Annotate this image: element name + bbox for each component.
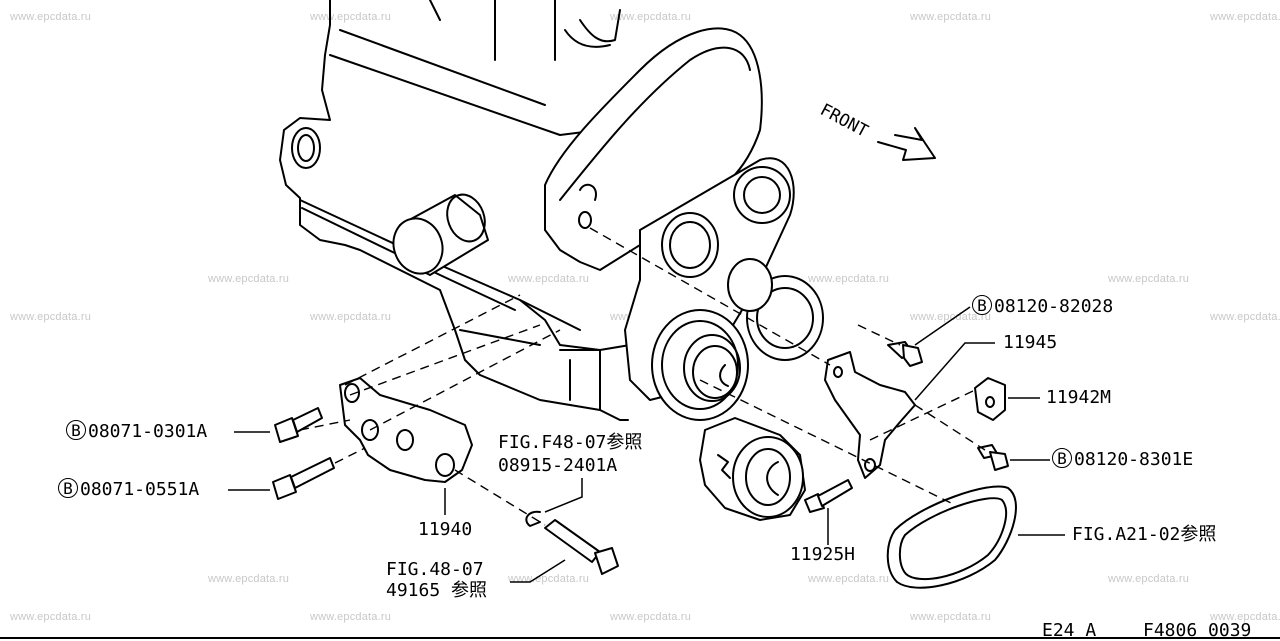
watermark-text: www.epcdata.ru xyxy=(610,11,692,23)
part-code: 08071-0301A xyxy=(88,421,208,442)
label-adjust-bar-11945[interactable]: 11945 xyxy=(1003,332,1058,353)
part-code: 08071-0551A xyxy=(80,479,200,500)
watermark-text: www.epcdata.ru xyxy=(808,273,890,285)
front-arrow xyxy=(877,127,936,161)
watermark-text: www.epcdata.ru xyxy=(1210,611,1280,623)
bolt-standard-icon: B xyxy=(66,420,86,440)
mounting-bracket xyxy=(339,377,473,483)
oil-filter xyxy=(392,193,489,276)
label-fig-ref-lower[interactable]: FIG.48-07 49165 参照 xyxy=(386,560,487,601)
label-fig-ref-upper[interactable]: FIG.F48-07参照 08915-2401A xyxy=(498,433,642,476)
watermark-text: www.epcdata.ru xyxy=(310,611,392,623)
fig-ref-line1: FIG.F48-07参照 xyxy=(498,432,643,453)
watermark-text: www.epcdata.ru xyxy=(10,311,92,323)
fasteners xyxy=(272,341,1017,589)
fig-ref-line1: FIG.48-07 xyxy=(386,559,484,580)
footer-figure-code: F4806 0039 xyxy=(1143,620,1252,641)
watermark-text: www.epcdata.ru xyxy=(10,11,92,23)
label-nut-11942M[interactable]: 11942M xyxy=(1046,387,1112,408)
watermark-text: www.epcdata.ru xyxy=(10,611,92,623)
label-bracket-11940[interactable]: 11940 xyxy=(418,519,473,540)
watermark-text: www.epcdata.ru xyxy=(1210,311,1280,323)
footer-engine-code: E24 A xyxy=(1042,620,1097,641)
adjusting-bar xyxy=(824,351,916,479)
part-code: 08120-8301E xyxy=(1074,449,1194,470)
fig-ref-line2: 08915-2401A xyxy=(498,455,618,476)
watermark-text: www.epcdata.ru xyxy=(1108,573,1190,585)
part-code: 08120-82028 xyxy=(994,296,1114,317)
watermark-text: www.epcdata.ru xyxy=(910,11,992,23)
label-adjust-bolt-11925H[interactable]: 11925H xyxy=(790,544,856,565)
watermark-text: www.epcdata.ru xyxy=(310,311,392,323)
fig-ref-line2: 49165 参照 xyxy=(386,580,488,601)
alternator xyxy=(699,417,806,521)
drive-belt-assembly xyxy=(624,157,824,421)
watermark-text: www.epcdata.ru xyxy=(208,573,290,585)
watermark-text: www.epcdata.ru xyxy=(1108,273,1190,285)
assembly-guide-lines xyxy=(299,227,986,526)
watermark-text: www.epcdata.ru xyxy=(1210,11,1280,23)
watermark-text: www.epcdata.ru xyxy=(610,611,692,623)
watermark-text: www.epcdata.ru xyxy=(808,573,890,585)
label-belt-ref[interactable]: FIG.A21-02参照 xyxy=(1072,524,1217,545)
leader-lines xyxy=(0,306,1280,639)
watermark-text: www.epcdata.ru xyxy=(208,273,290,285)
bolt-standard-icon: B xyxy=(972,295,992,315)
watermark-text: www.epcdata.ru xyxy=(508,273,590,285)
bolt-standard-icon: B xyxy=(58,478,78,498)
watermark-text: www.epcdata.ru xyxy=(910,611,992,623)
watermark-text: www.epcdata.ru xyxy=(910,311,992,323)
engine-block xyxy=(279,0,631,421)
bolt-standard-icon: B xyxy=(1052,448,1072,468)
